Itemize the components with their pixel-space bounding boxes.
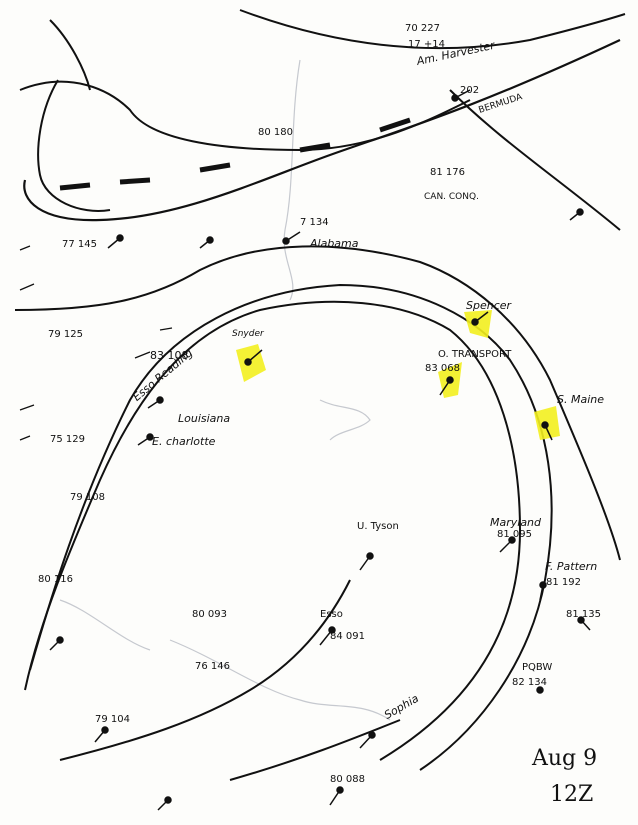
obs-o9: 77 145 (62, 239, 97, 250)
station-esso: Esso (320, 609, 343, 620)
date-label: Aug 9 (532, 746, 598, 771)
isobar-top (239, 9, 626, 50)
obs-o3: 202 (460, 85, 480, 96)
station-alabama: Alabama (310, 237, 359, 250)
obs-o19: 75 129 (50, 434, 85, 445)
obs-o16: 82 134 (512, 677, 547, 688)
pressure-marks (19, 245, 173, 441)
obs-o11: 80 093 (192, 609, 227, 620)
faint-coastlines (59, 59, 391, 721)
obs-o10: 79 125 (48, 329, 83, 340)
isobar-mid-3 (24, 300, 522, 761)
isobar-bottom (59, 579, 351, 761)
isobar-left-loop (19, 80, 471, 152)
front-dashes (59, 117, 411, 191)
station-transport: O. TRANSPORT (438, 349, 512, 360)
isobar-mid-2 (29, 283, 553, 771)
obs-o12: 84 091 (330, 631, 365, 642)
obs-o20: 80 116 (38, 574, 73, 585)
obs-o14: 81 192 (546, 577, 581, 588)
isobar-right (449, 89, 621, 231)
highlights (236, 310, 560, 440)
obs-o13: 81 095 (497, 529, 532, 540)
obs-o22: 79 108 (70, 492, 105, 503)
station-louisiana: Louisiana (178, 412, 231, 425)
station-maryland: Maryland (490, 516, 542, 529)
obs-o21: 76 146 (195, 661, 230, 672)
isobar-bottom-right (229, 719, 401, 781)
isobar-mid-1 (14, 245, 621, 561)
obs-o5: 80 180 (258, 127, 293, 138)
frontal-isobar (23, 39, 621, 222)
time-label: 12Z (550, 782, 594, 807)
obs-o4: 81 176 (430, 167, 465, 178)
station-marks (49, 89, 591, 811)
station-spencer: Spencer (466, 299, 512, 312)
station-charlotte: E. charlotte (152, 435, 216, 448)
isobars (14, 9, 626, 781)
obs-o8: 83 068 (425, 363, 460, 374)
obs-o6: 7 134 (300, 217, 329, 228)
station-maine: S. Maine (557, 393, 605, 406)
station-conq: CAN. CONQ. (424, 192, 479, 202)
loop-west (37, 79, 111, 212)
station-pattern: F. Pattern (545, 560, 598, 573)
obs-o17: 80 088 (330, 774, 365, 785)
obs-o7: 83 108 (150, 349, 189, 362)
station-snyder: Snyder (232, 329, 264, 339)
station-tyson: U. Tyson (357, 521, 399, 532)
obs-o18: 79 104 (95, 714, 130, 725)
station-pqbw: PQBW (522, 662, 553, 673)
obs-o1: 70 227 (405, 23, 440, 34)
isobar-nw (49, 19, 91, 91)
obs-o2: 17 +14 (408, 39, 446, 50)
obs-o15: 81 135 (566, 609, 601, 620)
